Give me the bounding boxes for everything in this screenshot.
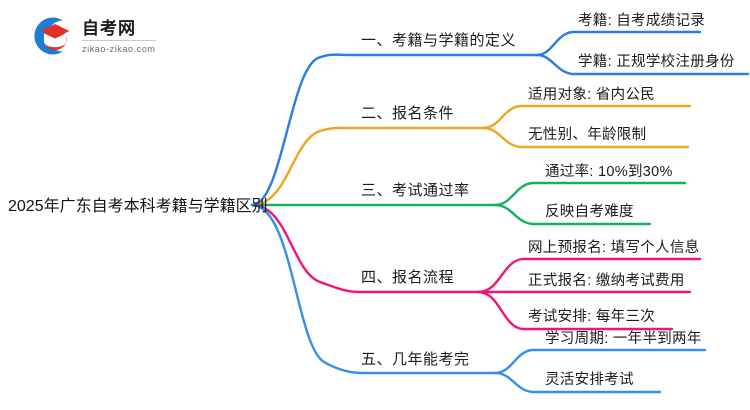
root-node[interactable]: 2025年广东自考本科考籍与学籍区别 [8,198,268,215]
branch-node-4[interactable]: 四、报名流程 [361,269,455,286]
branch-node-2[interactable]: 二、报名条件 [361,105,455,122]
branch-2-connector [250,104,692,207]
leaf-node-2-1[interactable]: 适用对象: 省内公民 [528,87,656,103]
logo-title: 自考网 [82,19,156,41]
leaf-node-5-2[interactable]: 灵活安排考试 [545,372,634,388]
leaf-node-3-1[interactable]: 通过率: 10%到30% [545,164,673,180]
leaf-node-4-3[interactable]: 考试安排: 每年三次 [528,309,656,325]
branch-node-1[interactable]: 一、考籍与学籍的定义 [361,32,517,49]
leaf-node-1-2[interactable]: 学籍: 正规学校注册身份 [578,54,735,70]
leaf-node-2-2[interactable]: 无性别、年龄限制 [528,127,647,143]
leaf-node-4-1[interactable]: 网上预报名: 填写个人信息 [528,240,700,256]
logo-text: 自考网 zikao-zikao.com [82,17,156,56]
site-logo[interactable]: 自考网 zikao-zikao.com [30,12,210,60]
logo-domain: zikao-zikao.com [82,43,156,54]
leaf-node-5-1[interactable]: 学习周期: 一年半到两年 [545,331,702,347]
leaf-node-1-1[interactable]: 考籍: 自考成绩记录 [578,13,706,29]
branch-node-5[interactable]: 五、几年能考完 [361,351,470,368]
branch-node-3[interactable]: 三、考试通过率 [361,182,470,199]
leaf-node-3-2[interactable]: 反映自考难度 [545,204,634,220]
leaf-node-4-2[interactable]: 正式报名: 缴纳考试费用 [528,273,685,289]
graduation-cap-icon [30,13,76,59]
branch-5-connector [250,203,707,394]
